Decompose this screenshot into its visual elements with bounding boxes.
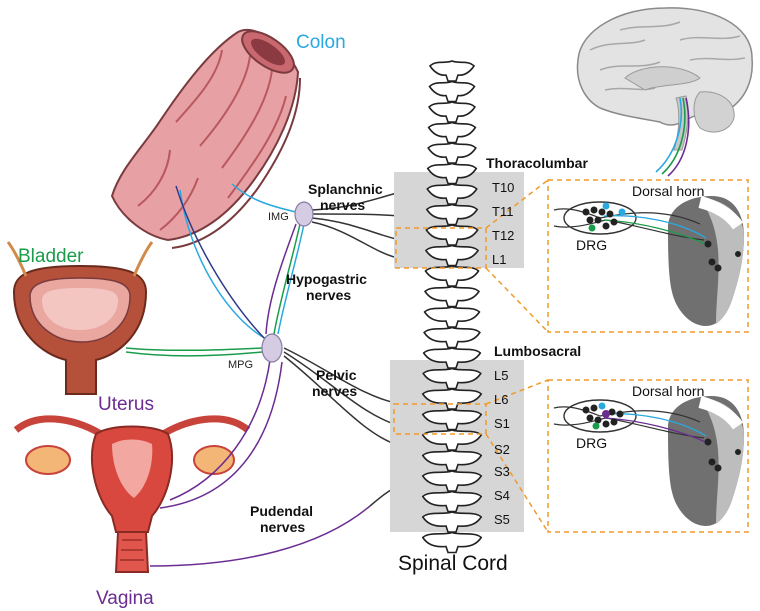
level-t11: T11: [492, 204, 513, 219]
pudendal-label-line1: Pudendal: [250, 503, 313, 519]
vertebra: [427, 121, 477, 144]
thoracolumbar-label: Thoracolumbar: [486, 155, 588, 171]
level-t10: T10: [492, 180, 514, 195]
level-s2: S2: [494, 442, 510, 457]
vertebra: [428, 60, 476, 82]
dorsal-horn-label-upper: Dorsal horn: [632, 183, 704, 199]
vertebra: [421, 408, 483, 431]
vertebra: [424, 285, 480, 308]
level-l1: L1: [492, 252, 506, 267]
level-s4: S4: [494, 488, 510, 503]
vertebra: [421, 490, 483, 513]
vertebra: [428, 80, 476, 103]
brain-illustration: [576, 7, 753, 177]
level-l6: L6: [494, 392, 508, 407]
level-l5: L5: [494, 368, 508, 383]
vertebra: [427, 142, 477, 164]
level-s5: S5: [494, 512, 510, 527]
vagina-label: Vagina: [96, 588, 154, 609]
img-label: IMG: [268, 211, 289, 223]
vertebra: [425, 203, 479, 226]
uterus-label: Uterus: [98, 394, 154, 415]
inset-lower: DRG Dorsal horn: [547, 379, 749, 533]
vertebra: [421, 531, 483, 554]
vertebra: [421, 388, 483, 410]
mpg-label: MPG: [228, 359, 253, 371]
img-ganglion: [294, 201, 314, 227]
inset-connectors: [393, 179, 549, 533]
vertebra: [421, 470, 483, 492]
vertebra: [428, 101, 476, 123]
nerve-pathways: [125, 183, 405, 567]
splanchnic-label-line2: nerves: [320, 197, 365, 213]
pelvic-label-line1: Pelvic: [316, 367, 357, 383]
lumbosacral-label: Lumbosacral: [494, 343, 581, 359]
vertebra: [424, 244, 480, 267]
drg-label-lower: DRG: [576, 435, 607, 451]
dorsal-horn-label-lower: Dorsal horn: [632, 383, 704, 399]
drg-label-upper: DRG: [576, 237, 607, 253]
vertebra: [421, 511, 483, 533]
vertebra: [426, 162, 478, 185]
level-t12: T12: [492, 228, 514, 243]
colon-illustration: [110, 29, 301, 249]
level-s1: S1: [494, 416, 510, 431]
vertebra: [424, 265, 480, 287]
pudendal-label-line2: nerves: [260, 519, 305, 535]
hypogastric-label-line1: Hypogastric: [286, 271, 367, 287]
vertebra: [422, 347, 482, 369]
vertebra: [421, 449, 483, 472]
pelvic-label-line2: nerves: [312, 383, 357, 399]
bladder-label: Bladder: [18, 246, 84, 267]
mpg-ganglion: [261, 333, 283, 363]
vertebra: [426, 183, 478, 205]
uterus-illustration: [13, 415, 251, 573]
level-s3: S3: [494, 464, 510, 479]
splanchnic-label-line1: Splanchnic: [308, 181, 383, 197]
inset-upper: DRG Dorsal horn: [547, 179, 749, 333]
hypogastric-label-line2: nerves: [306, 287, 351, 303]
spinal-cord-title: Spinal Cord: [398, 552, 508, 575]
vertebra: [425, 224, 479, 246]
vertebra: [421, 429, 483, 451]
colon-label: Colon: [296, 32, 346, 53]
vertebra: [423, 306, 481, 328]
spine: [390, 60, 524, 554]
vertebra: [422, 367, 482, 390]
bladder-illustration: [6, 241, 154, 395]
vertebra: [423, 326, 481, 349]
